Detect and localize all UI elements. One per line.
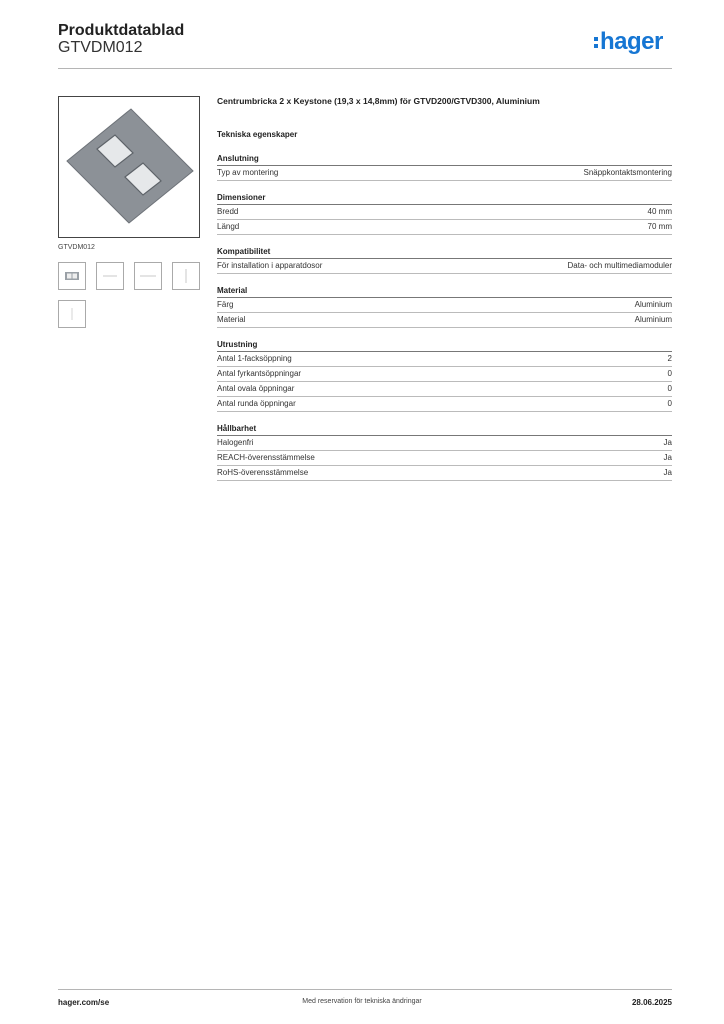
spec-label: Halogenfri: [217, 438, 254, 447]
image-caption: GTVDM012: [58, 244, 95, 251]
spec-value: 70 mm: [647, 222, 672, 231]
product-title: Centrumbricka 2 x Keystone (19,3 x 14,8m…: [217, 96, 540, 106]
product-details: Centrumbricka 2 x Keystone (19,3 x 14,8m…: [217, 96, 672, 481]
spec-value: 0: [667, 369, 672, 378]
spec-row: Antal ovala öppningar 0: [217, 382, 672, 397]
thumbnail-product[interactable]: [58, 262, 86, 290]
spec-label: Material: [217, 315, 246, 324]
spec-label: Längd: [217, 222, 240, 231]
specs-heading: Tekniska egenskaper: [217, 130, 298, 139]
spec-label: Typ av montering: [217, 168, 279, 177]
spec-value: Aluminium: [634, 315, 672, 324]
thumbnail-drawing[interactable]: [58, 300, 86, 328]
spec-row: Antal runda öppningar 0: [217, 397, 672, 412]
spec-label: Antal runda öppningar: [217, 399, 296, 408]
spec-row: Antal 1-facksöppning 2: [217, 352, 672, 367]
thumbnail-top-view[interactable]: [172, 262, 200, 290]
spec-label: Antal 1-facksöppning: [217, 354, 292, 363]
spec-value: 40 mm: [647, 207, 672, 216]
spec-value: Data- och multimediamoduler: [567, 261, 673, 270]
spec-row: För installation i apparatdosor Data- och…: [217, 259, 672, 274]
spec-group-title: Dimensioner: [217, 193, 672, 205]
spec-group-dimensioner: Dimensioner Bredd 40 mm Längd 70 mm: [217, 193, 672, 235]
spec-row: RoHS-överensstämmelse Ja: [217, 466, 672, 481]
thumbnail-plate-icon: [65, 272, 79, 280]
thumbnail-line-icon: [71, 308, 73, 320]
spec-group-title: Anslutning: [217, 154, 672, 166]
spec-group-title: Hållbarhet: [217, 424, 672, 436]
logo-text: hager: [600, 28, 663, 55]
spec-value: Ja: [663, 468, 672, 477]
spec-label: Färg: [217, 300, 234, 309]
spec-group-title: Utrustning: [217, 340, 672, 352]
spec-label: För installation i apparatdosor: [217, 261, 323, 270]
header-divider: [58, 68, 672, 69]
footer-website-link[interactable]: hager.com/se: [58, 998, 110, 1007]
spec-group-anslutning: Anslutning Typ av montering Snäppkontakts…: [217, 154, 672, 181]
footer-divider: [58, 989, 672, 990]
spec-value: 2: [667, 354, 672, 363]
thumbnail-front-view[interactable]: [134, 262, 162, 290]
spec-label: RoHS-överensstämmelse: [217, 468, 309, 477]
spec-value: 0: [667, 384, 672, 393]
spec-group-title: Material: [217, 286, 672, 298]
thumbnail-line-icon: [103, 275, 117, 277]
spec-value: Aluminium: [634, 300, 672, 309]
spec-label: Antal ovala öppningar: [217, 384, 295, 393]
spec-row: Bredd 40 mm: [217, 205, 672, 220]
spec-label: REACH-överensstämmelse: [217, 453, 315, 462]
spec-row: Material Aluminium: [217, 313, 672, 328]
logo-dots-icon: [594, 37, 598, 51]
spec-row: Längd 70 mm: [217, 220, 672, 235]
spec-value: Snäppkontaktsmontering: [583, 168, 673, 177]
spec-group-utrustning: Utrustning Antal 1-facksöppning 2 Antal f…: [217, 340, 672, 412]
spec-value: Ja: [663, 438, 672, 447]
spec-value: Ja: [663, 453, 672, 462]
spec-row: Halogenfri Ja: [217, 436, 672, 451]
spec-label: Bredd: [217, 207, 239, 216]
spec-row: Färg Aluminium: [217, 298, 672, 313]
hager-logo: hager: [594, 28, 663, 56]
spec-value: 0: [667, 399, 672, 408]
product-code: GTVDM012: [58, 39, 143, 56]
product-plate-icon: [66, 108, 194, 224]
footer-disclaimer: Med reservation för tekniska ändringar: [302, 998, 422, 1005]
document-title: Produktdatablad: [58, 22, 185, 39]
thumbnail-line-icon: [140, 275, 156, 277]
footer-date: 28.06.2025: [631, 998, 672, 1007]
thumbnail-line-icon: [185, 269, 187, 283]
product-image: [58, 96, 200, 238]
spec-label: Antal fyrkantsöppningar: [217, 369, 302, 378]
spec-row: REACH-överensstämmelse Ja: [217, 451, 672, 466]
spec-group-title: Kompatibilitet: [217, 247, 672, 259]
spec-row: Antal fyrkantsöppningar 0: [217, 367, 672, 382]
spec-group-kompatibilitet: Kompatibilitet För installation i appara…: [217, 247, 672, 274]
spec-row: Typ av montering Snäppkontaktsmontering: [217, 166, 672, 181]
thumbnail-side-view[interactable]: [96, 262, 124, 290]
